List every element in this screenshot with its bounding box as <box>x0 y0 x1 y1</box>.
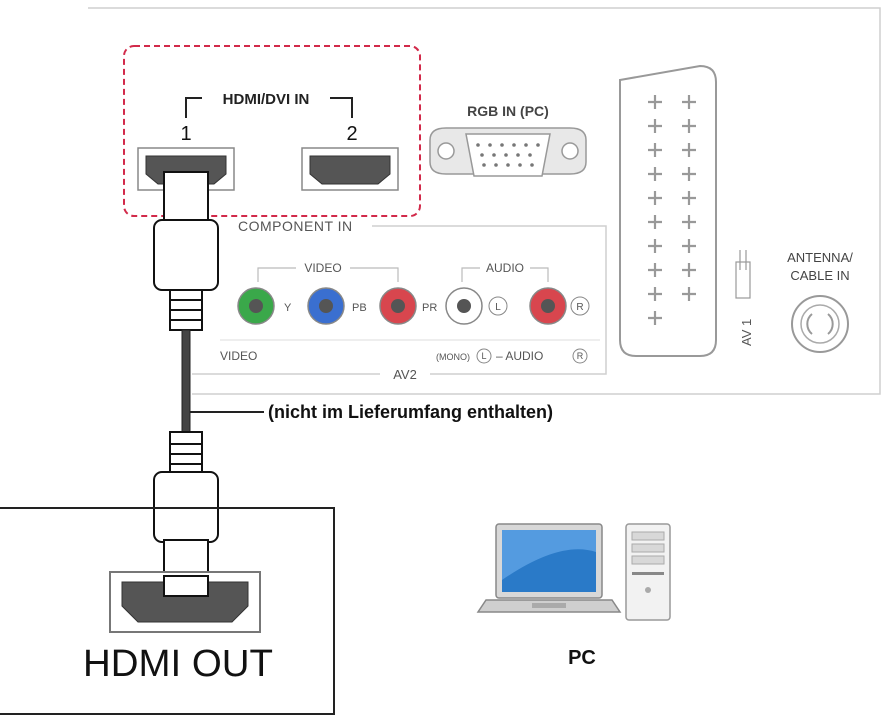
hdmi-cable-wire <box>181 329 191 435</box>
av1-label: AV 1 <box>739 319 754 346</box>
jack-y-label: Y <box>284 302 292 314</box>
hdmi-group-label: HDMI/DVI IN <box>223 91 310 108</box>
audio-bottom-l-badge <box>476 348 492 364</box>
jack-l-label: L <box>495 302 501 313</box>
rgb-in-port[interactable] <box>429 127 587 177</box>
audio-group-label: AUDIO <box>486 261 524 275</box>
audio-bottom-r-badge <box>572 348 588 364</box>
video-group-bracket <box>257 267 399 282</box>
component-in-frame <box>192 225 607 375</box>
pc-label: PC <box>568 647 596 669</box>
hdmi-port-1-label: 1 <box>180 123 191 145</box>
hdmi-highlight-box <box>123 45 421 217</box>
rgb-in-label: RGB IN (PC) <box>467 103 549 119</box>
jack-y[interactable] <box>237 287 275 325</box>
hdmi-out-label: HDMI OUT <box>83 643 273 685</box>
jack-pb-label: PB <box>352 302 367 314</box>
antenna-label-line1: ANTENNA/ <box>787 250 853 265</box>
audio-group-bracket <box>461 267 549 282</box>
hdmi-plug-tip <box>163 575 209 597</box>
video-bottom-label: VIDEO <box>220 349 257 363</box>
pc-tower-icon <box>625 523 671 621</box>
hdmi-port-2-label: 2 <box>346 123 357 145</box>
av1-symbol-icon <box>735 250 751 299</box>
jack-pb[interactable] <box>307 287 345 325</box>
hdmi-out-port[interactable] <box>109 571 261 633</box>
av2-label: AV2 <box>393 367 417 382</box>
laptop-icon <box>476 523 622 613</box>
component-in-label: COMPONENT IN <box>238 218 353 234</box>
jack-audio-r[interactable] <box>529 287 567 325</box>
scart-av1-port[interactable] <box>619 64 717 357</box>
hdmi-port-2[interactable] <box>301 147 399 191</box>
source-device-box <box>0 507 335 715</box>
tv-back-panel <box>88 7 881 395</box>
video-group-label: VIDEO <box>304 261 341 275</box>
hdmi-cable-top-connector <box>153 171 219 331</box>
jack-r-label: R <box>576 302 583 313</box>
cable-note: (nicht im Lieferumfang enthalten) <box>268 402 553 422</box>
jack-r-badge <box>570 296 590 316</box>
antenna-label-line2: CABLE IN <box>790 268 849 283</box>
jack-pr-label: PR <box>422 302 437 314</box>
hdmi-group-bracket <box>185 97 353 118</box>
mono-label: (MONO) <box>436 352 470 362</box>
antenna-cable-in-port[interactable] <box>791 295 849 353</box>
audio-bottom-r: R <box>577 351 584 361</box>
jack-pr[interactable] <box>379 287 417 325</box>
jack-audio-l[interactable] <box>445 287 483 325</box>
audio-bottom-label: – AUDIO <box>496 349 543 363</box>
audio-bottom-l: L <box>481 351 486 361</box>
jack-l-badge <box>488 296 508 316</box>
